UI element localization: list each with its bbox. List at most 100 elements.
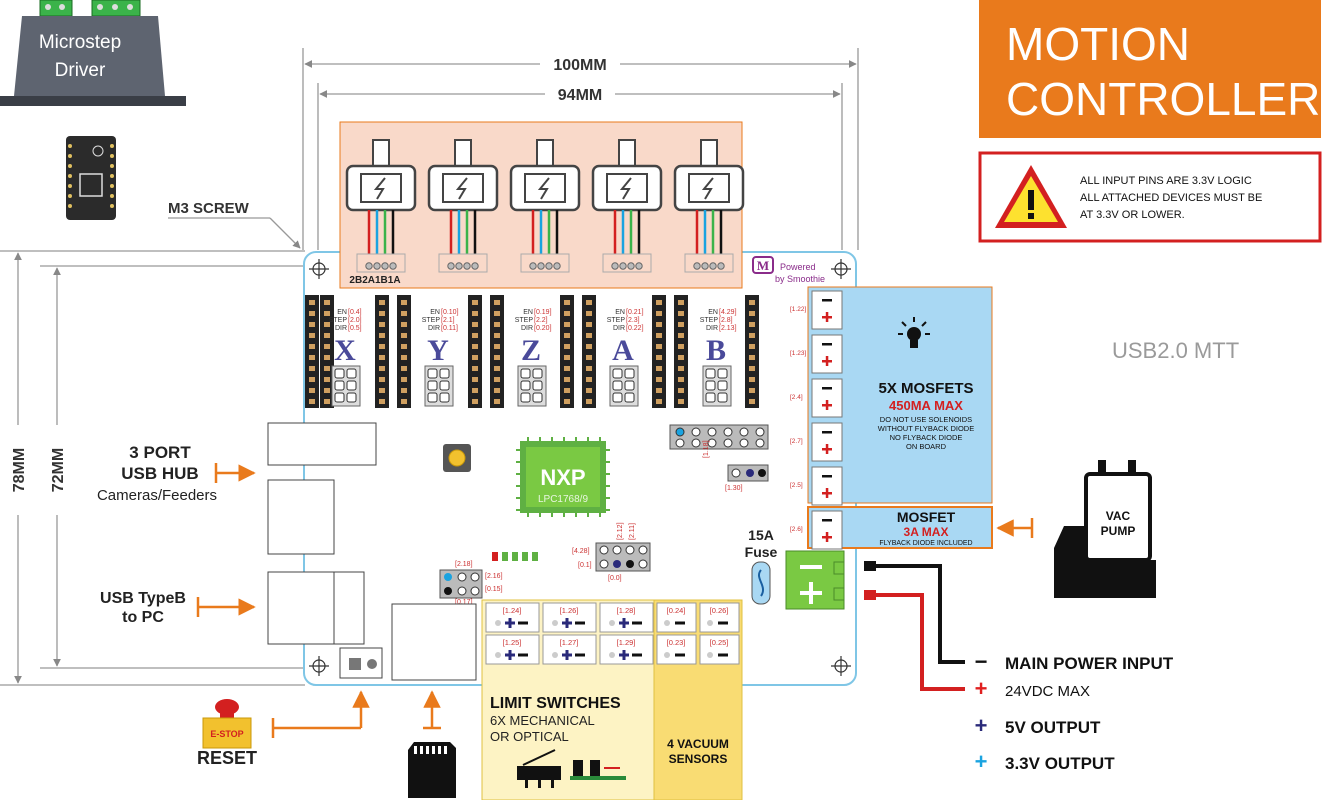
pin-header-strip bbox=[560, 295, 574, 408]
axis-letter: B bbox=[706, 334, 726, 367]
vacuum-pin-label: [0.24] bbox=[667, 606, 686, 615]
usb-mtt-label: USB2.0 MTT bbox=[1112, 338, 1239, 363]
driver-chip-icon bbox=[66, 136, 116, 220]
usb-b-line1: USB TypeB bbox=[100, 590, 186, 607]
limit-pin-label: [1.29] bbox=[617, 638, 636, 647]
power-legend-row: +24VDC MAX bbox=[975, 676, 1090, 701]
mosfet-pin-label: [2.6] bbox=[790, 526, 803, 533]
microstep-jumpers bbox=[424, 365, 454, 407]
power-label: 5V OUTPUT bbox=[1005, 718, 1101, 737]
pin-label-step: STEP bbox=[700, 317, 719, 324]
usb-hub-line1: 3 PORT bbox=[129, 443, 191, 462]
axis-letter: A bbox=[612, 334, 634, 367]
optical-endstop-icon bbox=[570, 760, 626, 780]
pin-label-step: STEP bbox=[607, 317, 626, 324]
mosfet-terminal: [2.5] bbox=[790, 466, 843, 506]
power-symbol: + bbox=[975, 676, 988, 701]
mosfet-big-note: FLYBACK DIODE INCLUDED bbox=[879, 540, 972, 547]
power-label: 3.3V OUTPUT bbox=[1005, 754, 1115, 773]
limit-switch-block: [1.24][1.26][1.28][1.25][1.27][1.29][0.2… bbox=[481, 599, 743, 800]
pin-header-strip bbox=[674, 295, 688, 408]
microstep-line1: Microstep bbox=[39, 32, 121, 53]
mosfets-note1: DO NOT USE SOLENOIDS bbox=[880, 415, 972, 424]
pin-label-step: STEP bbox=[422, 317, 441, 324]
limit-title: LIMIT SWITCHES bbox=[490, 695, 621, 712]
limit-terminal: [1.24] bbox=[485, 602, 540, 633]
power-label: 24VDC MAX bbox=[1005, 683, 1090, 700]
pin-0-1: [0.1] bbox=[578, 562, 592, 569]
title-background bbox=[979, 0, 1321, 138]
pin-header-strip bbox=[375, 295, 389, 408]
mcu-chip: NXP LPC1768/9 bbox=[516, 437, 610, 517]
limit-terminal: [1.29] bbox=[599, 634, 654, 665]
mosfets-note2: WITHOUT FLYBACK DIODE bbox=[878, 424, 974, 433]
pin-label-dir: DIR bbox=[613, 325, 625, 332]
axis-letter: Y bbox=[427, 334, 449, 367]
usb-hub-ports[interactable] bbox=[267, 422, 377, 555]
usb-b-port[interactable] bbox=[267, 571, 365, 645]
usb-b-line2: to PC bbox=[122, 609, 164, 626]
pin-value-step: [2.0] bbox=[348, 317, 362, 324]
vacuum-terminal: [0.25] bbox=[699, 634, 740, 665]
stepper-motor-icon bbox=[509, 139, 581, 273]
axis-block-y: Y EN[0.10]STEP[2.1]DIR[0.11] bbox=[422, 309, 459, 407]
pin-label-en: EN bbox=[430, 309, 440, 316]
title-line2: CONTROLLERS bbox=[1006, 73, 1323, 125]
pin-label-dir: DIR bbox=[428, 325, 440, 332]
usb-hub-line3: Cameras/Feeders bbox=[97, 487, 217, 504]
pin-label-step: STEP bbox=[329, 317, 348, 324]
pin-2-18: [2.18] bbox=[455, 561, 473, 568]
warning-line3: AT 3.3V OR LOWER. bbox=[1080, 209, 1185, 221]
power-wires bbox=[876, 564, 965, 691]
limit-terminal: [1.28] bbox=[599, 602, 654, 633]
mosfet-terminal: [2.7] bbox=[790, 422, 843, 462]
mounting-holes bbox=[309, 259, 851, 676]
microswitch-icon bbox=[517, 749, 561, 788]
pin-value-step: [2.1] bbox=[441, 317, 455, 324]
motor-header-label: 2B2A1B1A bbox=[349, 275, 400, 286]
pin-label-dir: DIR bbox=[521, 325, 533, 332]
usb-hub-line2: USB HUB bbox=[121, 464, 198, 483]
sd-card-slot[interactable] bbox=[391, 603, 477, 681]
limit-terminal: [1.25] bbox=[485, 634, 540, 665]
pin-header-strip bbox=[320, 295, 334, 408]
pin-value-en: [0.10] bbox=[441, 309, 459, 316]
vacuum-terminal: [0.23] bbox=[656, 634, 697, 665]
pin-header-strip bbox=[468, 295, 482, 408]
mosfet-terminal: [2.6] bbox=[790, 510, 843, 550]
estop-label: RESET bbox=[197, 748, 257, 768]
pin-0-17: [0.17] bbox=[455, 599, 473, 606]
power-terminal bbox=[785, 550, 876, 610]
pin-1-18: [1.18] bbox=[703, 440, 710, 458]
misc-pin-headers: [1.30] [1.18] [2.18] [2.16] [0.15] [0.17… bbox=[439, 424, 769, 606]
warning-box: ALL INPUT PINS ARE 3.3V LOGIC ALL ATTACH… bbox=[978, 151, 1322, 243]
axis-driver-sockets: XEN[0.4]STEP[2.0]DIR[0.5]YEN[0.10]STEP[2… bbox=[305, 295, 759, 408]
sd-card-icon bbox=[408, 742, 456, 798]
pin-label-en: EN bbox=[523, 309, 533, 316]
power-legend: −MAIN POWER INPUT+24VDC MAX+5V OUTPUT+3.… bbox=[975, 649, 1174, 774]
power-symbol: + bbox=[975, 749, 988, 774]
dim-height-inner: 72MM bbox=[50, 448, 67, 492]
pin-value-dir: [0.5] bbox=[348, 325, 362, 332]
mosfet-terminal: [1.23] bbox=[790, 334, 843, 374]
reset-push-button[interactable] bbox=[443, 444, 471, 472]
fuse-line2: Fuse bbox=[745, 544, 778, 560]
pin-value-en: [0.19] bbox=[534, 309, 552, 316]
pin-2-16: [2.16] bbox=[485, 573, 503, 580]
pin-label-en: EN bbox=[615, 309, 625, 316]
microstep-driver: Microstep Driver bbox=[0, 0, 186, 106]
pin-value-dir: [0.11] bbox=[441, 325, 458, 332]
vacuum-title1: 4 VACUUM bbox=[667, 737, 729, 751]
pin-label-en: EN bbox=[708, 309, 718, 316]
pin-header-strip bbox=[745, 295, 759, 408]
mosfet-big-title: MOSFET bbox=[897, 509, 956, 525]
pin-0-15: [0.15] bbox=[485, 586, 503, 593]
pin-label-dir: DIR bbox=[706, 325, 718, 332]
axis-block-a: AEN[0.21]STEP[2.3]DIR[0.22] bbox=[607, 309, 644, 407]
dimension-lines bbox=[0, 48, 859, 686]
reset-connector[interactable] bbox=[339, 647, 383, 679]
mosfet-pin-label: [2.4] bbox=[790, 394, 803, 401]
estop-icon: E-STOP bbox=[202, 699, 252, 749]
vac-pump-line1: VAC bbox=[1106, 509, 1131, 523]
pin-value-dir: [0.20] bbox=[534, 325, 552, 332]
